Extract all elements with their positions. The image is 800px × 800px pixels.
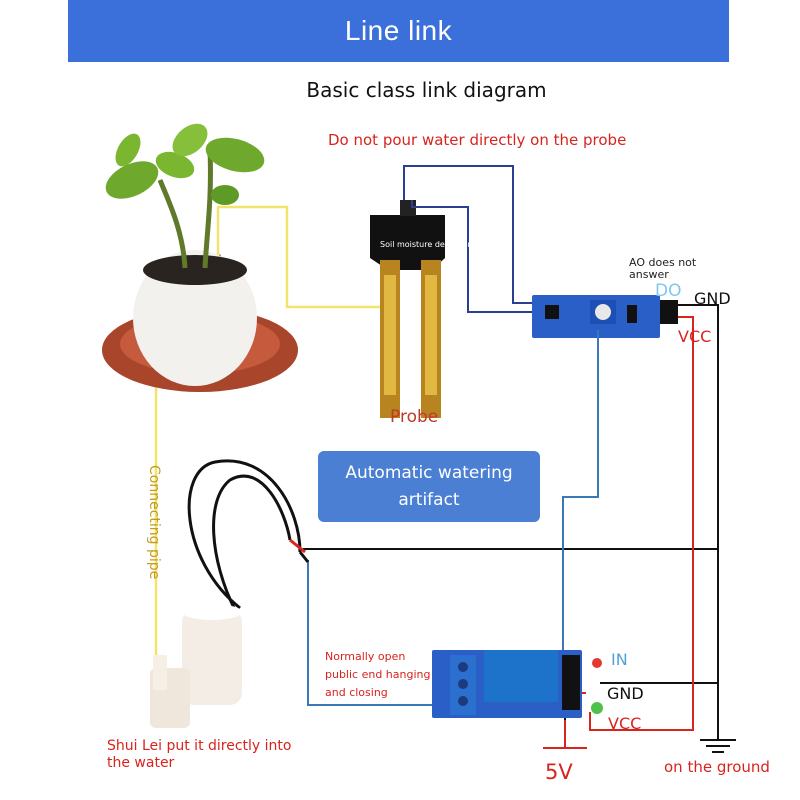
normally-open-note: Normally open public end hanging and clo…: [325, 650, 431, 699]
connecting-pipe-label: Connecting pipe: [146, 465, 162, 580]
ground-symbol-icon: [700, 739, 736, 753]
automatic-watering-label: Automatic watering artifact: [345, 462, 513, 510]
automatic-watering-box: Automatic watering artifact: [318, 451, 540, 522]
five-volt-label: 5V: [545, 760, 573, 784]
banner-title: Line link: [344, 15, 453, 46]
relay-in-label: IN: [611, 650, 628, 669]
probe-label: Probe: [390, 407, 439, 427]
relay-vcc-label: VCC: [608, 714, 642, 733]
sensor-board-image: [532, 295, 678, 338]
warning-text: Do not pour water directly on the probe: [328, 131, 627, 149]
do-label: DO: [655, 281, 682, 301]
on-ground-label: on the ground: [664, 758, 770, 776]
diagram-subtitle: Basic class link diagram: [306, 78, 547, 102]
gnd-label-top: GND: [694, 289, 731, 308]
vcc-label-top: VCC: [678, 327, 712, 346]
relay-gnd-label: GND: [607, 684, 644, 703]
ao-note: AO does not answer: [629, 256, 697, 281]
pump-note: Shui Lei put it directly into the water: [107, 738, 292, 771]
soil-probe-image: [370, 200, 445, 418]
soil-sensor-text: Soil moisture detection: [380, 240, 473, 249]
plant-pot-image: [102, 123, 298, 392]
relay-module-image: [432, 650, 603, 718]
water-pump-image: [150, 459, 310, 728]
header-banner: Line link: [68, 0, 729, 62]
five-volt-symbol: [543, 720, 587, 749]
